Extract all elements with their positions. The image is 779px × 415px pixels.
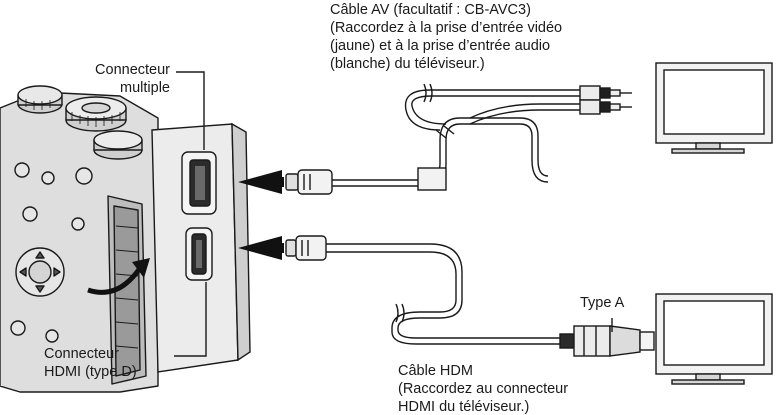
arrow-right-icon [238,170,284,194]
television-icon [655,62,773,154]
hdmi-cable-label: Câble HDM (Raccordez au connecteur HDMI … [398,363,569,415]
hdmi-cable [326,243,560,345]
camera-icon [0,85,159,393]
hdmi-connector-label: Connecteur HDMI (type D) [44,346,137,380]
av-cable [332,83,580,191]
multi-connector-label: Connecteur multiple [95,62,170,96]
arrow-right-icon [238,236,284,260]
connector-panel [151,122,251,373]
hdmi-type-a-plug-icon [559,318,655,357]
av-plug-icon [285,169,333,195]
television-icon [655,293,773,385]
type-a-label: Type A [580,295,625,311]
hdmi-plug-icon [285,235,327,261]
av-cable-label: Câble AV (facultatif : CB-AVC3) (Raccord… [330,2,563,72]
rca-plug-icon [579,85,632,115]
door-open-arrow-icon [87,258,150,295]
leader-lines [174,71,207,357]
